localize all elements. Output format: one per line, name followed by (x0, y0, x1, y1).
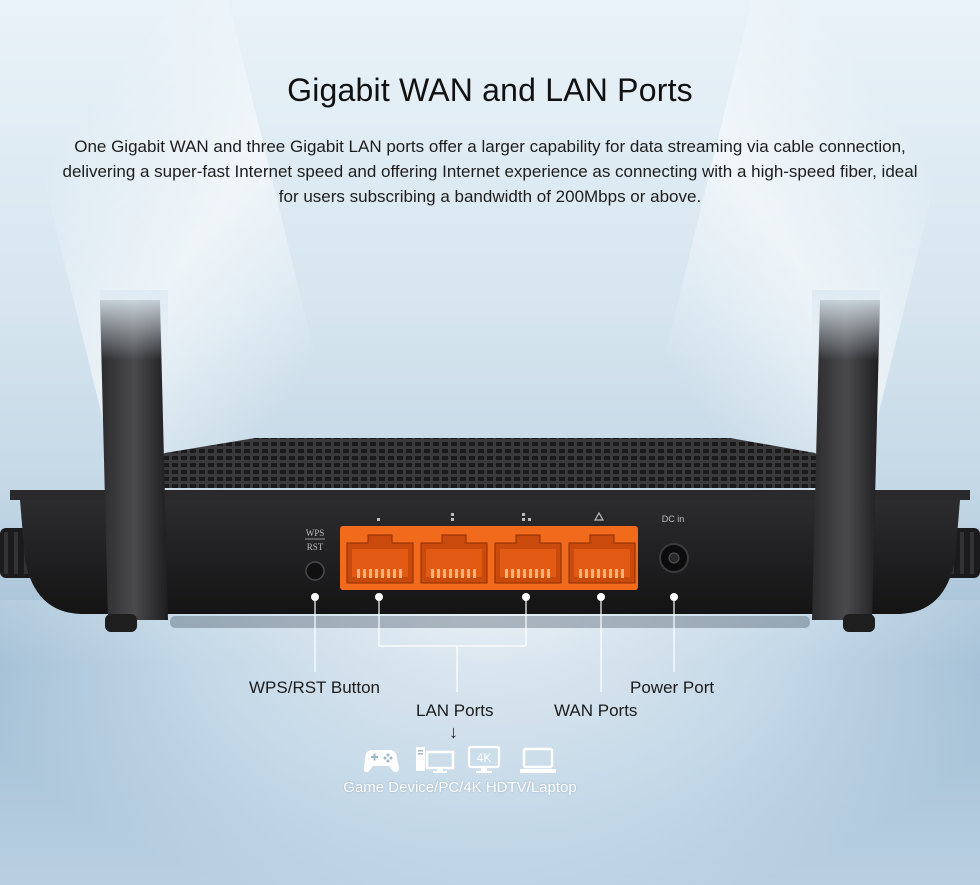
gamepad-icon (363, 750, 399, 773)
ventilation-grille (105, 438, 875, 488)
arrow-down-icon: ↓ (449, 722, 458, 742)
antenna-right (812, 290, 880, 620)
antenna-left (100, 290, 168, 620)
pc-icon (416, 747, 455, 773)
wps-rst-button[interactable] (305, 561, 325, 581)
device-icons: 4K (363, 745, 556, 773)
wps-rst-callout: WPS/RST Button (249, 678, 381, 697)
lan3-indicator (522, 513, 525, 516)
lan-port-1[interactable] (346, 534, 414, 584)
wan-port[interactable] (568, 534, 636, 584)
lan-ports-callout: LAN Ports (416, 701, 494, 720)
lan2-indicator (451, 513, 454, 516)
wps-label-top: WPS (306, 528, 325, 538)
lan1-indicator (377, 518, 380, 521)
tv-4k-badge: 4K (477, 751, 492, 765)
port-panel (340, 526, 638, 590)
page-description: One Gigabit WAN and three Gigabit LAN po… (62, 137, 918, 206)
wan-indicator (593, 511, 605, 521)
foot-right (843, 614, 875, 632)
wan-ports-callout: WAN Ports (554, 701, 638, 720)
router-lid-edge (10, 490, 970, 500)
foot-left (105, 614, 137, 632)
4k-tv-icon: 4K (467, 745, 501, 773)
body-reflection (170, 616, 810, 628)
callout-dots (311, 593, 678, 601)
callout-lines (314, 597, 675, 692)
lan-port-2[interactable] (420, 534, 488, 584)
power-port-callout: Power Port (630, 678, 715, 697)
rst-label-bottom: RST (307, 542, 324, 552)
lan-port-3[interactable] (494, 534, 562, 584)
devices-caption: Game Device/PC/4K HDTV/Laptop (343, 779, 577, 796)
laptop-icon (520, 747, 556, 773)
page-title: Gigabit WAN and LAN Ports (287, 72, 693, 108)
dc-in-label: DC in (662, 514, 685, 524)
floor-glow (0, 600, 980, 885)
